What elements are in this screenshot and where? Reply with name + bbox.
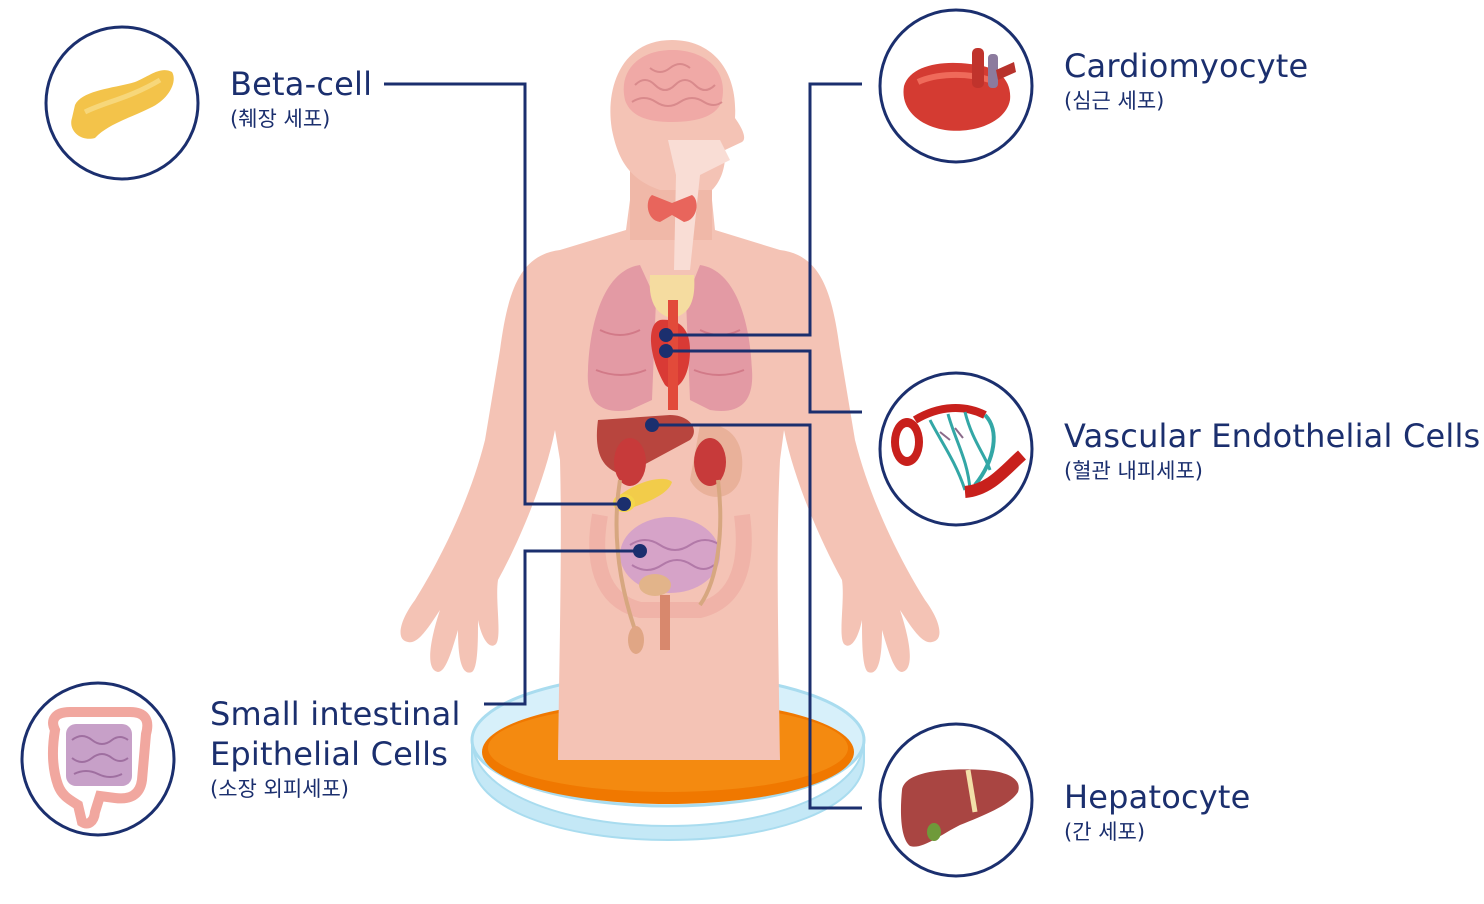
connector-lines [384,82,862,810]
small-intestine-name-line1: Small intestinal [210,695,461,733]
hepatocyte-name: Hepatocyte [1064,778,1251,816]
hepatocyte-label: Hepatocyte (간 세포) [1064,777,1251,847]
human-body [400,40,940,760]
internal-organs [587,265,753,654]
pancreas-icon [44,25,200,181]
petri-dish-rim [471,739,865,842]
connector-hepatocyte [652,423,862,810]
beta-cell-korean: (췌장 세포) [230,107,331,131]
connector-beta-cell [384,82,624,506]
small-intestine-korean: (소장 외피세포) [210,777,349,801]
vascular-label: Vascular Endothelial Cells (혈관 내피세포) [1064,416,1480,486]
beta-cell-name: Beta-cell [230,65,373,103]
liver-icon [878,722,1034,878]
cardiomyocyte-label: Cardiomyocyte (심근 세포) [1064,46,1308,116]
heart-icon [878,8,1034,164]
connector-small-intestine [484,549,640,706]
small-intestine-name-line2: Epithelial Cells [210,735,449,773]
connector-dots [617,328,673,558]
cardiomyocyte-korean: (심근 세포) [1064,89,1165,113]
vascular-name: Vascular Endothelial Cells [1064,417,1481,455]
blood-vessel-icon [878,371,1034,527]
beta-cell-label: Beta-cell (췌장 세포) [230,64,372,134]
vascular-korean: (혈관 내피세포) [1064,459,1203,483]
small-intestine-label: Small intestinal Epithelial Cells (소장 외피… [210,694,461,804]
connector-cardiomyocyte [666,82,862,337]
hepatocyte-korean: (간 세포) [1064,820,1146,844]
cardiomyocyte-name: Cardiomyocyte [1064,47,1309,85]
intestine-icon [20,681,176,837]
connector-vascular [666,349,862,414]
